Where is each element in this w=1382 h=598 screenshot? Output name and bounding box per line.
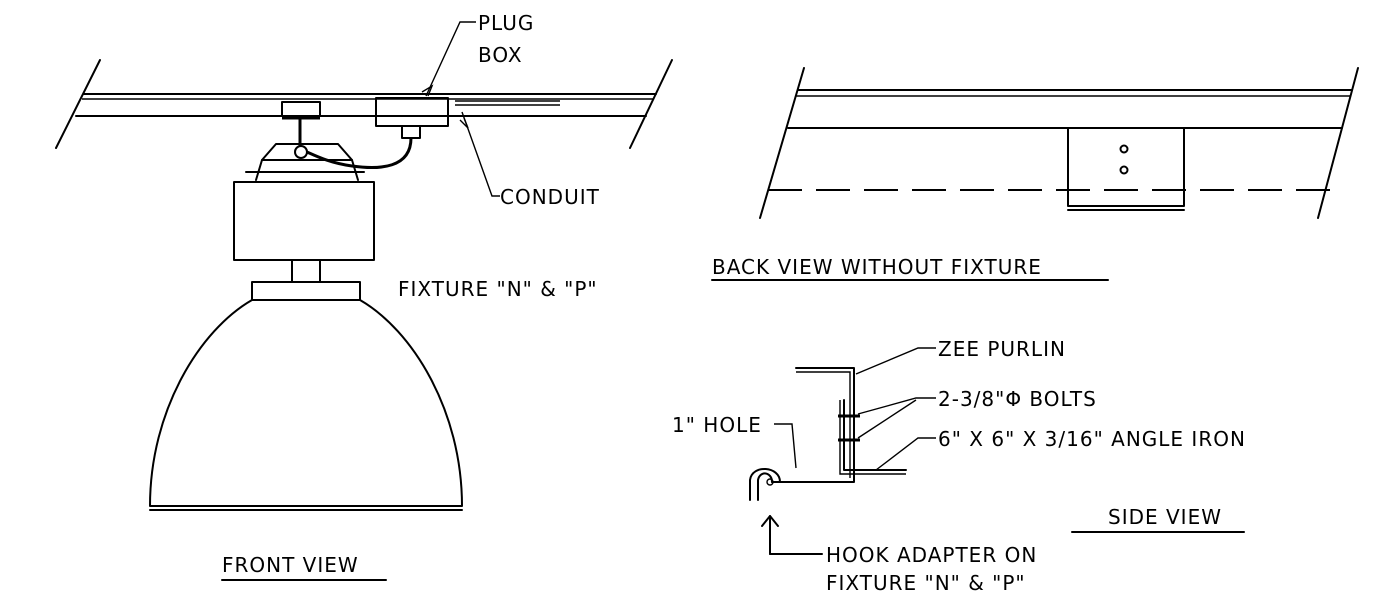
front-view: PLUG BOX CONDUIT FIXTURE "N" & "P" FRONT…	[55, 11, 673, 581]
angle-iron-leader	[875, 437, 936, 471]
mount-cap	[281, 101, 321, 120]
angle-iron-section	[839, 399, 907, 475]
bolts-section	[838, 414, 860, 442]
hook-hanger	[294, 118, 308, 159]
plug-box-label-line2: BOX	[478, 43, 523, 67]
angle-iron-label: 6" X 6" X 3/16" ANGLE IRON	[938, 427, 1246, 451]
angle-iron-bracket	[1067, 127, 1185, 211]
zee-purlin-label: ZEE PURLIN	[938, 337, 1066, 361]
hook-arrow	[761, 515, 823, 555]
side-view-title: SIDE VIEW	[1108, 505, 1222, 529]
power-cord	[306, 137, 413, 170]
hole-leader	[774, 423, 797, 469]
conduit-label: CONDUIT	[500, 185, 600, 209]
reflector-dome	[149, 299, 463, 511]
back-view-title: BACK VIEW WITHOUT FIXTURE	[712, 255, 1042, 279]
front-view-title: FRONT VIEW	[222, 553, 359, 577]
bolt-hole-bottom	[1119, 165, 1129, 175]
bolts-label: 2-3/8"Φ BOLTS	[938, 387, 1097, 411]
plug-box	[375, 97, 449, 139]
back-view: BACK VIEW WITHOUT FIXTURE	[711, 67, 1359, 281]
zee-purlin-section	[771, 367, 855, 483]
conduit-leader	[461, 111, 500, 197]
fixture-label: FIXTURE "N" & "P"	[398, 277, 598, 301]
hook-adapter	[749, 468, 781, 501]
hook-adapter-label-line1: HOOK ADAPTER ON	[826, 543, 1037, 567]
ballast-housing	[233, 143, 375, 261]
plug-box-label-line1: PLUG	[478, 11, 534, 35]
hole-label: 1" HOLE	[672, 413, 762, 437]
hook-adapter-label-line2: FIXTURE "N" & "P"	[826, 571, 1026, 595]
zee-purlin-leader	[855, 347, 936, 375]
fixture-neck	[251, 259, 361, 301]
side-view: ZEE PURLIN 2-3/8"Φ BOLTS 6" X 6" X 3/16"…	[672, 337, 1246, 595]
front-purlin-beam	[55, 59, 673, 149]
bolt-hole-top	[1119, 144, 1129, 154]
bolts-leader	[857, 397, 936, 415]
plug-box-leader	[425, 21, 476, 97]
